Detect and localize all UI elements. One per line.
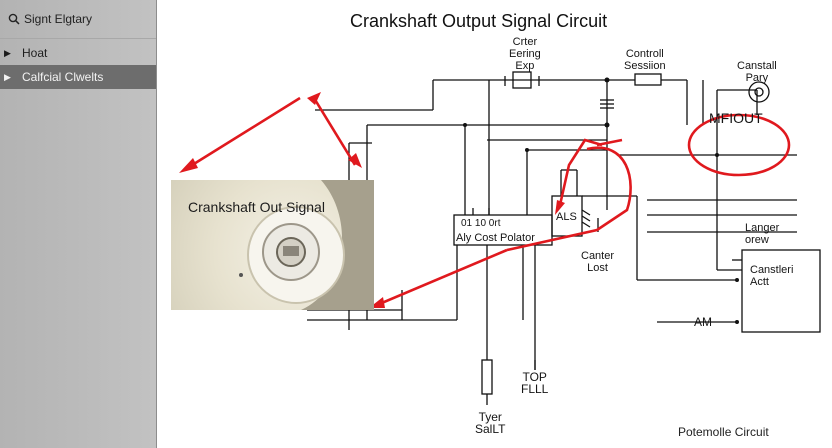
label-line: Controll [625,48,664,60]
sidebar: Signt Elgtary ▶ Hoat ▶ Calfcial Clwelts [0,0,157,448]
label-line: Canter [581,250,615,262]
inset-title: Crankshaft Out Signal [188,199,325,215]
label-line: Canstall [737,60,777,72]
sidebar-item-hoat[interactable]: ▶ Hoat [0,41,156,65]
label-line: Exp [515,60,535,72]
label-line: Pary [745,72,769,84]
label-line: Tyer [478,410,502,424]
mfiout-label: MFIOUT [709,110,763,126]
search-row[interactable]: Signt Elgtary [0,0,156,39]
diagram-canvas: Crankshaft Output Signal Circuit Cranksh… [157,0,832,448]
label-line: Langer [745,222,780,234]
block-numbers: 01 10 0rt [461,218,501,229]
label-line: Canstleri [750,264,794,276]
tyer-label: Tyer SalLT [475,411,505,435]
search-label: Signt Elgtary [24,12,93,26]
langer-label: Langer orew [745,222,779,246]
label-line: TOP [522,370,547,384]
chevron-right-icon: ▶ [4,71,11,82]
label-line: orew [745,234,769,246]
circuit-wiring [179,71,821,405]
label-line: Actt [750,276,769,288]
block-text: Aly Cost Polator [456,232,535,244]
label-line: Crter [512,36,538,48]
sidebar-item-label: Calfcial Clwelts [22,70,104,84]
crankshaft-photo-inset: Crankshaft Out Signal [171,180,374,310]
chevron-right-icon: ▶ [4,47,11,58]
top-fill-label: TOP FLLL [521,371,548,395]
label-line: FLLL [521,382,549,396]
diagram-title: Crankshaft Output Signal Circuit [350,11,608,31]
center-top-label: Crter Eering Exp [509,36,541,72]
label-line: Eering [509,48,541,60]
canstall-label: Canstall Pary [737,60,777,84]
search-icon [4,13,24,25]
sidebar-item-calfcial-clwelts[interactable]: ▶ Calfcial Clwelts [0,65,156,89]
am-label: AM [694,315,712,329]
sidebar-item-label: Hoat [22,46,48,60]
crankshaft-sensor-graphic [239,180,374,310]
controll-label: Controll Sessiion [624,48,666,72]
label-line: Lost [587,262,608,274]
label-line: SalLT [475,422,506,436]
cansteri-label: Canstleri Actt [750,264,793,288]
footer-caption: Potemolle Circuit [678,425,769,439]
label-line: Sessiion [624,60,666,72]
canter-label: Canter Lost [581,250,614,274]
als-label: ALS [556,211,577,223]
